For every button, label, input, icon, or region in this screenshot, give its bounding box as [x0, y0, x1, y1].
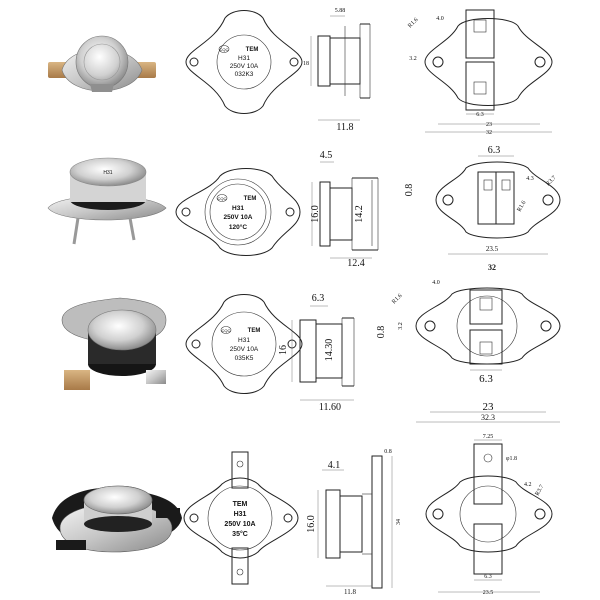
terminal-view-outline-3: R1.6 4.0 3.2 6.3 23 32.3 [391, 280, 561, 423]
row1-term-a: 4.0 [436, 16, 444, 22]
row2-face-code: 120°C [229, 223, 247, 231]
top-view-outline-3: CQC TEM H31 250V 10A 035K5 [185, 294, 303, 394]
side-view-outline-2: 4.5 16.0 14.2 0.8 12.4 [310, 150, 415, 269]
terminal-view-outline-1: R1.6 4.0 3.2 6.3 23 32 [407, 9, 553, 136]
row2-term-r: R1.6 [517, 200, 528, 213]
row2-side-bottom: 12.4 [347, 258, 365, 269]
row3-face-model: H31 [238, 337, 250, 344]
row2-side-height: 16.0 [310, 205, 321, 223]
row4-face-model: H31 [234, 511, 247, 518]
row1-term-r: R1.6 [407, 17, 419, 29]
row3-term-c: 6.3 [479, 373, 493, 385]
row2-term-b: R3.7 [545, 175, 557, 187]
row3-term-d: 23 [483, 401, 495, 413]
row3-term-e: 32.3 [481, 413, 495, 422]
row4-term-top: 7.25 [483, 434, 494, 440]
row4-term-d: 23.5 [483, 590, 494, 596]
thermostat-photo-4 [52, 485, 182, 553]
top-view-outline-2: CQC TEM H31 250V 10A 120°C [175, 168, 301, 256]
row1-side-left: 5.88 [335, 8, 346, 14]
row1-face-brand: TEM [246, 47, 259, 53]
row4-face-code: 35°C [232, 530, 248, 538]
row3-side-bottom: 11.60 [319, 402, 341, 413]
row1-term-e: 32 [486, 130, 492, 136]
side-view-outline-4: 4.1 16.0 34 0.8 11.8 [306, 449, 402, 596]
row1-term-b: 3.2 [409, 56, 417, 62]
top-view-outline-1: CQC TEM H31 250V 10A 032K3 [185, 10, 303, 114]
row3-side-height: 16 [278, 345, 289, 355]
side-view-outline-1: 5.88 18 11.8 [303, 8, 371, 133]
row-1: CQC TEM H31 250V 10A 032K3 5.88 18 11.8 [48, 8, 553, 136]
row3-side-mid: 14.30 [324, 339, 335, 362]
row4-term-c: 6.3 [484, 574, 492, 580]
row4-face-rating: 250V 10A [224, 521, 255, 528]
top-view-outline-4: TEM H31 250V 10A 35°C [183, 451, 299, 585]
row3-side-left: 6.3 [312, 293, 325, 304]
row1-side-bottom: 11.8 [336, 122, 353, 133]
row4-term-hole: φ1.8 [506, 456, 517, 462]
row3-term-r: R1.6 [391, 293, 403, 305]
svg-text:CQC: CQC [222, 328, 231, 333]
terminal-view-outline-2: 6.3 4.3 R1.6 R3.7 23.5 32 [435, 145, 561, 272]
row1-term-c: 6.3 [476, 112, 484, 118]
row4-side-height: 16.0 [306, 515, 317, 533]
row2-side-mid: 14.2 [354, 205, 365, 223]
thermostat-photo-3 [61, 297, 167, 390]
row2-side-right: 0.8 [404, 184, 415, 197]
row2-face-rating: 250V 10A [224, 214, 253, 221]
row3-face-code: 035K5 [235, 355, 254, 362]
terminal-view-outline-4: 7.25 φ1.8 4.2 R3.7 6.3 23.5 [425, 434, 553, 596]
row3-term-a: 4.0 [432, 280, 440, 286]
row2-term-e: 32 [488, 263, 496, 272]
svg-text:CQC: CQC [218, 196, 227, 201]
row4-term-b: R3.7 [535, 484, 546, 497]
row4-side-left: 4.1 [328, 460, 341, 471]
row2-term-d: 23.5 [486, 245, 499, 253]
row3-face-brand: TEM [248, 328, 261, 334]
row4-side-right: 0.8 [384, 449, 392, 455]
thermostat-photo-2: H31 [47, 157, 167, 245]
row1-side-height: 18 [303, 61, 309, 67]
row4-face-brand: TEM [233, 501, 248, 508]
svg-text:CQC: CQC [220, 47, 229, 52]
row2-face-model: H31 [232, 205, 244, 212]
row2-side-left: 4.5 [320, 150, 333, 161]
row-3: CQC TEM H31 250V 10A 035K5 6.3 16 14.30 … [61, 280, 561, 423]
row4-term-a: 4.2 [524, 482, 532, 488]
row4-side-bottom: 11.8 [344, 588, 356, 596]
thermostat-photo-1 [48, 35, 156, 92]
row1-face-code: 032K3 [235, 71, 254, 78]
row1-face-model: H31 [238, 55, 250, 62]
row3-term-b: 3.2 [398, 322, 404, 330]
row1-face-rating: 250V 10A [230, 63, 259, 70]
row2-face-brand: TEM [244, 196, 257, 202]
side-view-outline-3: 6.3 16 14.30 0.8 11.60 [278, 293, 387, 413]
row2-term-top: 6.3 [488, 145, 501, 156]
row3-side-right: 0.8 [376, 326, 387, 339]
row4-side-mid: 34 [396, 519, 402, 525]
row-2: H31 CQC TEM H31 250V 10A 120°C 4.5 16.0 [47, 145, 561, 272]
svg-text:H31: H31 [103, 170, 112, 176]
row3-face-rating: 250V 10A [230, 346, 259, 353]
row2-term-a: 4.3 [526, 176, 534, 182]
row-4: TEM H31 250V 10A 35°C 4.1 16.0 34 0.8 11… [52, 434, 553, 596]
row1-term-d: 23 [486, 122, 492, 128]
